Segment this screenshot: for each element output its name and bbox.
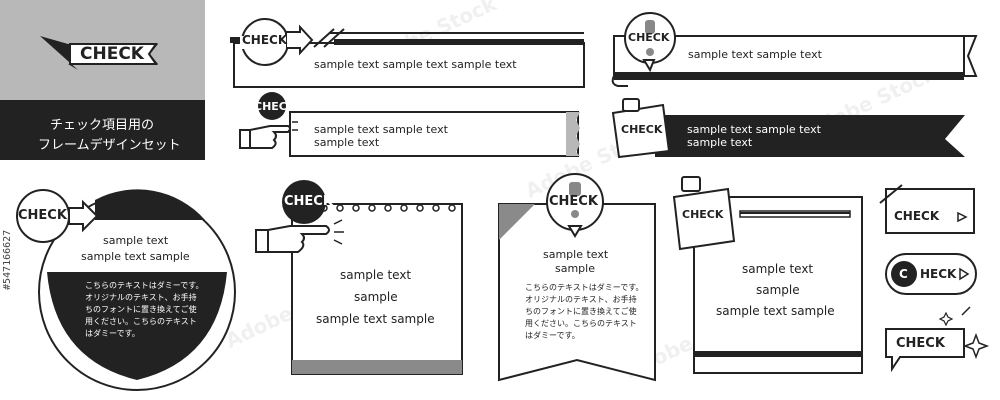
- ribbon-body-2: オリジナルのテキスト、お手持: [525, 295, 637, 304]
- check-heck: HECK: [920, 267, 957, 281]
- badge-3: CHECK: [880, 305, 990, 375]
- frame-4-line-1: sample text sample text: [687, 123, 821, 136]
- frame-2: CHECK sample text sample text sample tex…: [230, 92, 590, 160]
- title-line-1: チェック項目用の: [50, 118, 155, 133]
- ribbon-line-1: sample text: [543, 248, 609, 261]
- circle-body-5: はダミーです。: [85, 329, 140, 338]
- stock-id: #547166627: [2, 229, 13, 290]
- frame-2-line-1: sample text sample text: [314, 123, 448, 136]
- check-label: CHECK: [896, 336, 945, 351]
- frame-1-text: sample text sample text sample text: [314, 58, 517, 71]
- notepad-line-1: sample text: [340, 268, 412, 282]
- badge-2: C HECK: [882, 252, 982, 298]
- frame-4-line-2: sample text: [687, 136, 753, 149]
- circle-body-3: ちのフォントに置き換えてご使: [85, 305, 197, 314]
- ribbon-line-2: sample: [555, 262, 595, 275]
- clipboard-line-2: sample: [756, 283, 800, 297]
- circle-line-2: sample text sample: [81, 250, 190, 263]
- ribbon-body-3: ちのフォントに置き換えてご使: [525, 307, 637, 316]
- check-label: CHECK: [549, 194, 598, 209]
- frame-3-text: sample text sample text: [688, 48, 822, 61]
- check-label: CHECK: [894, 209, 940, 223]
- clipboard-line-1: sample text: [742, 262, 814, 276]
- check-c: C: [899, 267, 908, 281]
- check-label: CHECK: [242, 33, 288, 47]
- circle-body-1: こちらのテキストはダミーです。: [85, 281, 204, 290]
- ribbon-body-1: こちらのテキストはダミーです。: [525, 283, 644, 292]
- ribbon-body-5: はダミーです。: [525, 331, 580, 340]
- circle-body-4: 用ください。こちらのテキスト: [85, 317, 197, 326]
- frame-1: CHECK sample text sample text sample tex…: [230, 15, 590, 90]
- clipboard-line-3: sample text sample: [716, 304, 835, 318]
- check-label: CHECK: [682, 208, 724, 221]
- circle-body-2: オリジナルのテキスト、お手持: [85, 293, 197, 302]
- frame-notepad: CHECK sample text sample sample text sam…: [250, 180, 470, 380]
- circle-line-1: sample text: [103, 234, 169, 247]
- frame-clipboard: CHECK sample text sample sample text sam…: [670, 175, 870, 380]
- ribbon-body-4: 用ください。こちらのテキスト: [525, 319, 637, 328]
- check-label: CHECK: [621, 123, 663, 136]
- check-label: CHECK: [284, 194, 333, 209]
- badge-1: CHECK: [879, 184, 980, 235]
- check-label: CHECK: [628, 31, 670, 44]
- frame-circle: CHECK sample text sample text sample こちら…: [15, 180, 240, 395]
- notepad-line-2: sample: [354, 290, 398, 304]
- frame-ribbon: CHECK sample text sample こちらのテキストはダミーです。…: [495, 170, 660, 385]
- frame-3: CHECK sample text sample text: [608, 10, 978, 88]
- title-badge: CHECK: [80, 44, 144, 64]
- check-label: CHECK: [18, 208, 67, 223]
- notepad-line-3: sample text sample: [316, 312, 435, 326]
- check-label: CHECK: [254, 100, 296, 113]
- title-line-2: フレームデザインセット: [38, 138, 181, 153]
- frame-2-line-2: sample text: [314, 136, 380, 149]
- frame-4: CHECK sample text sample text sample tex…: [605, 95, 975, 163]
- title-panel: CHECK チェック項目用の フレームデザインセット: [0, 0, 205, 160]
